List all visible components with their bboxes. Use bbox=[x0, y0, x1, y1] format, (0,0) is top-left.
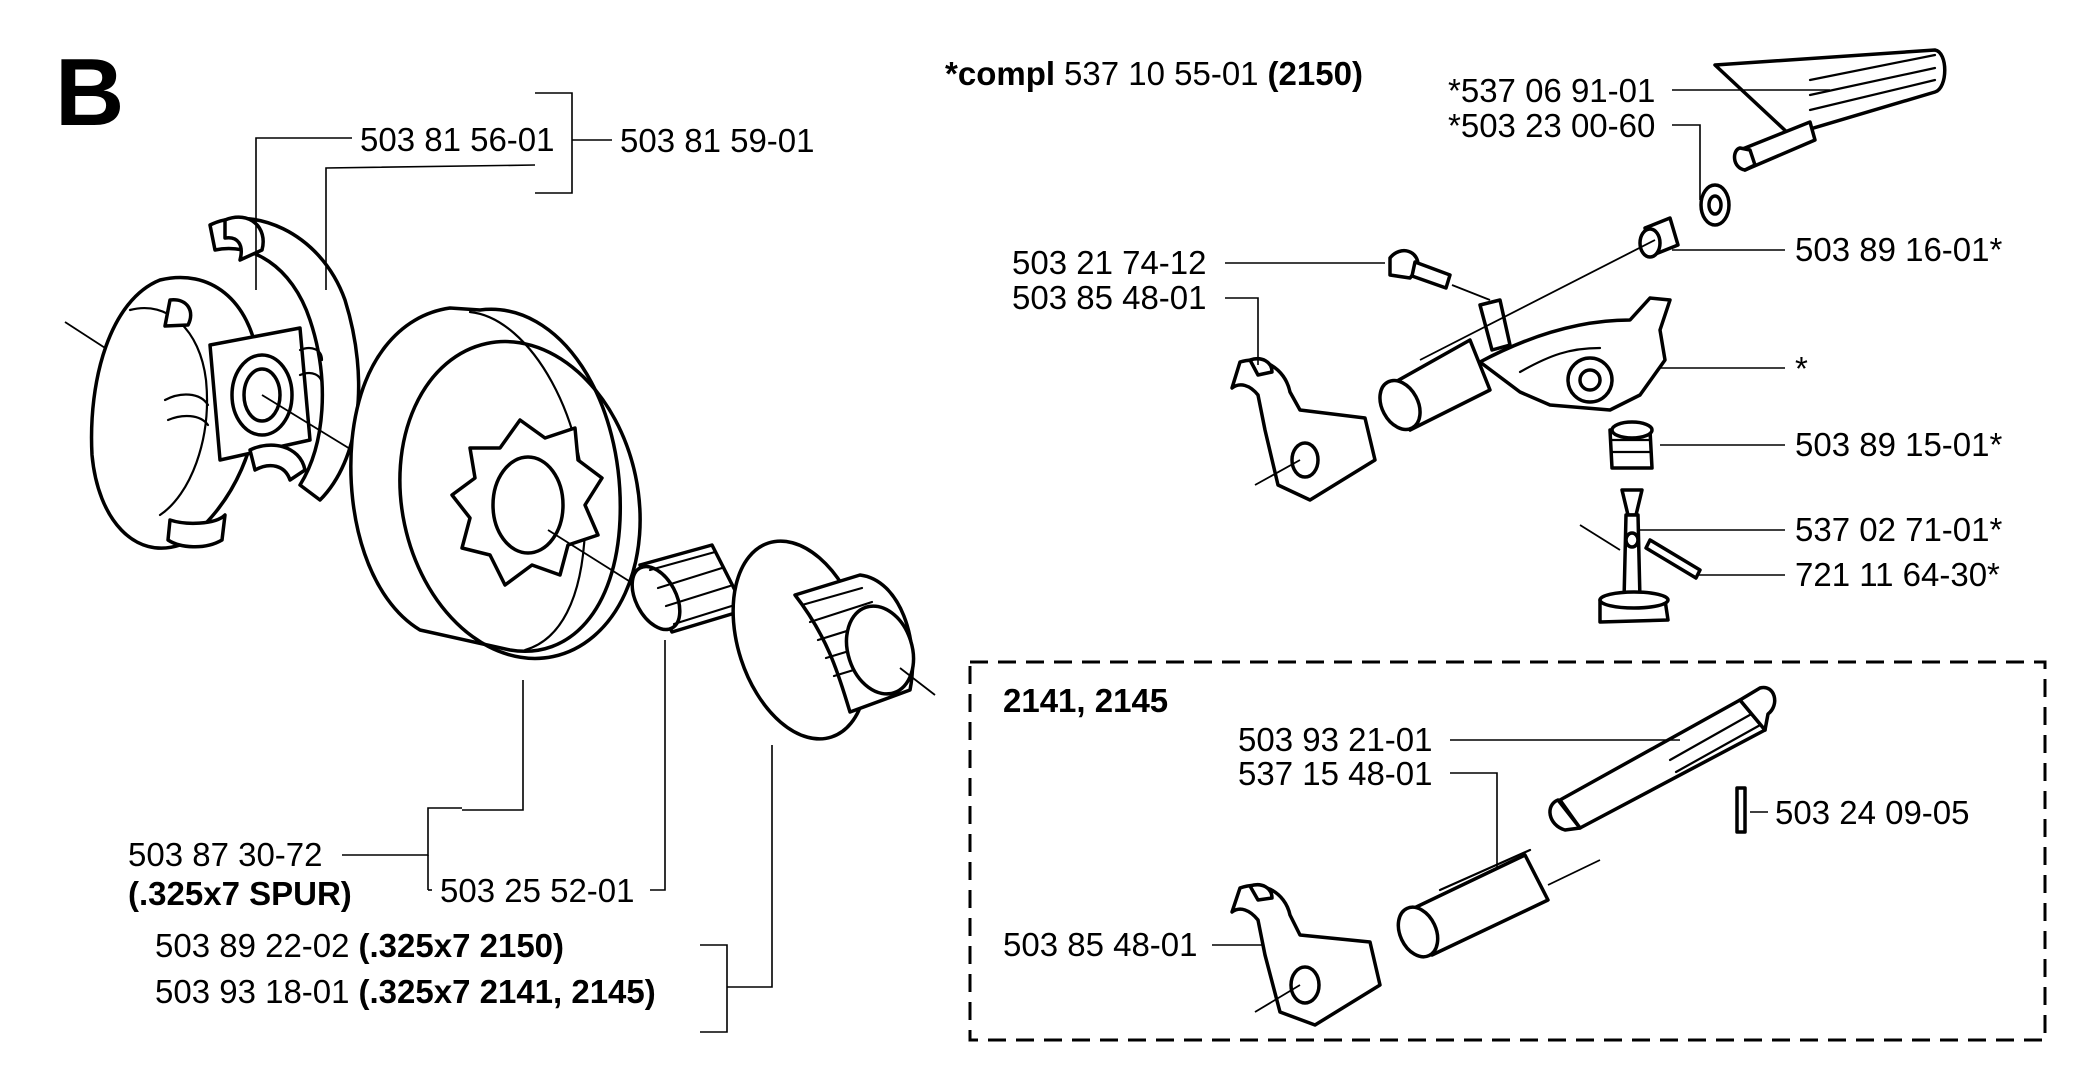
label-rim-1: 503 89 22-02(.325x7 2150) bbox=[155, 927, 564, 964]
label-inset-shaft: 503 93 21-01 bbox=[1238, 721, 1433, 758]
label-inset-sleeve: 537 15 48-01 bbox=[1238, 755, 1433, 792]
oil-pump-drawing bbox=[1230, 48, 1947, 624]
label-drum-note: (.325x7 SPUR) bbox=[128, 875, 352, 912]
label-screw: 503 21 74-12 bbox=[1012, 244, 1207, 281]
leader-lines bbox=[255, 89, 1830, 1033]
label-spring-top: 503 89 16-01* bbox=[1795, 231, 2003, 268]
section-letter: B bbox=[55, 39, 124, 146]
label-needle-bearing: 503 25 52-01 bbox=[440, 872, 635, 909]
label-rim-2: 503 93 18-01(.325x7 2141, 2145) bbox=[155, 973, 656, 1010]
label-pin: 721 11 64-30* bbox=[1795, 556, 2000, 593]
label-spring-mid: 503 89 15-01* bbox=[1795, 426, 2003, 463]
label-shoe-b: 503 81 59-01 bbox=[620, 122, 815, 159]
label-drive-shaft: *537 06 91-01 bbox=[1448, 72, 1655, 109]
label-inset-pin: 503 24 09-05 bbox=[1775, 794, 1970, 831]
label-washer: *503 23 00-60 bbox=[1448, 107, 1655, 144]
clutch-drum-drawing bbox=[261, 306, 642, 661]
clutch-shoes-drawing bbox=[64, 215, 361, 550]
label-pump-arm: 503 85 48-01 bbox=[1012, 279, 1207, 316]
label-plunger: 537 02 71-01* bbox=[1795, 511, 2003, 548]
inset-parts-drawing bbox=[1230, 685, 1777, 1027]
label-pump-housing: * bbox=[1795, 350, 1808, 387]
inset-title: 2141, 2145 bbox=[1003, 682, 1168, 719]
label-drum-number: 503 87 30-72 bbox=[128, 836, 323, 873]
variant-inset-box bbox=[968, 660, 2047, 1042]
sprocket-rim-drawing bbox=[731, 539, 936, 741]
label-shoe-a: 503 81 56-01 bbox=[360, 121, 555, 158]
label-inset-arm: 503 85 48-01 bbox=[1003, 926, 1198, 963]
